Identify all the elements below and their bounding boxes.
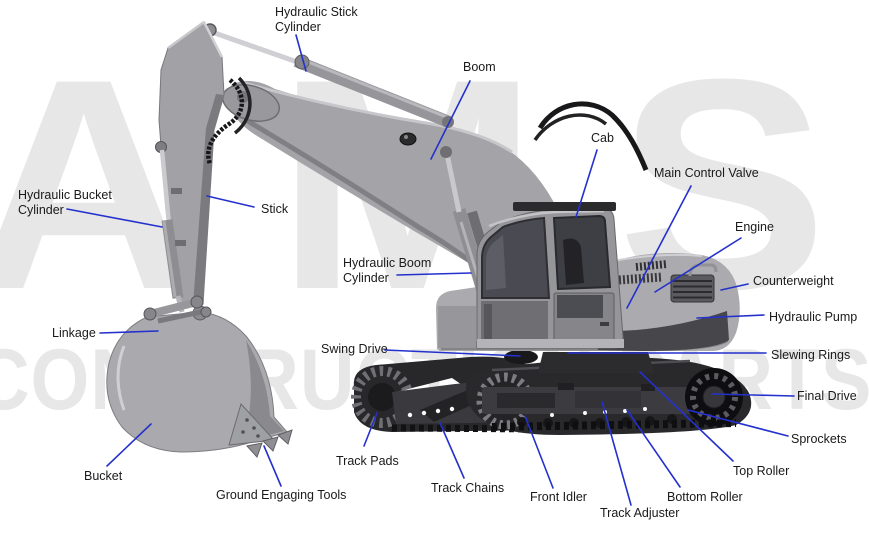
engine-grille [670, 274, 715, 303]
bucket-teeth [246, 429, 293, 458]
seat [563, 238, 584, 285]
leader-engine [654, 237, 742, 293]
leader-stick [206, 195, 255, 208]
linkage-bars [143, 295, 212, 324]
leader-linkage [99, 330, 159, 334]
swing-drive-motor [504, 350, 538, 364]
leader-track-chains [439, 422, 465, 479]
final-drive-wheel [685, 368, 743, 426]
leader-hydraulic-bucket-cylinder [66, 208, 163, 228]
roof-rack [513, 202, 616, 211]
stick-shape [158, 20, 252, 309]
leader-main-control-valve [626, 185, 692, 309]
leader-front-idler [524, 415, 554, 489]
counterweight-shape [596, 311, 729, 351]
leader-final-drive [711, 393, 795, 397]
near-track-shape [465, 357, 752, 435]
leader-track-pads [363, 412, 378, 447]
leader-counterweight [720, 283, 749, 291]
stick-hoses [206, 76, 252, 165]
hood-vents [635, 260, 668, 271]
leader-swing-drive [384, 349, 521, 357]
boom-hoses [533, 101, 649, 171]
leader-boom [430, 80, 471, 160]
leader-sprockets [687, 409, 789, 437]
leader-bucket [106, 423, 152, 467]
carbody-shape [504, 350, 654, 373]
cab-shape [476, 202, 624, 349]
bucket-shape [106, 305, 293, 458]
leader-bottom-roller [626, 409, 681, 488]
leader-track-adjuster [601, 401, 632, 506]
leader-cab [575, 149, 598, 218]
leader-hydraulic-boom-cylinder [396, 272, 472, 276]
leader-top-roller [639, 371, 734, 462]
bucket-cylinder [155, 141, 186, 313]
side-shroud [228, 403, 276, 446]
leader-ground-engaging-tools [263, 445, 282, 487]
leader-hydraulic-pump [696, 314, 765, 319]
track-frame [482, 383, 692, 414]
leader-hydraulic-stick-cylinder [295, 34, 307, 72]
